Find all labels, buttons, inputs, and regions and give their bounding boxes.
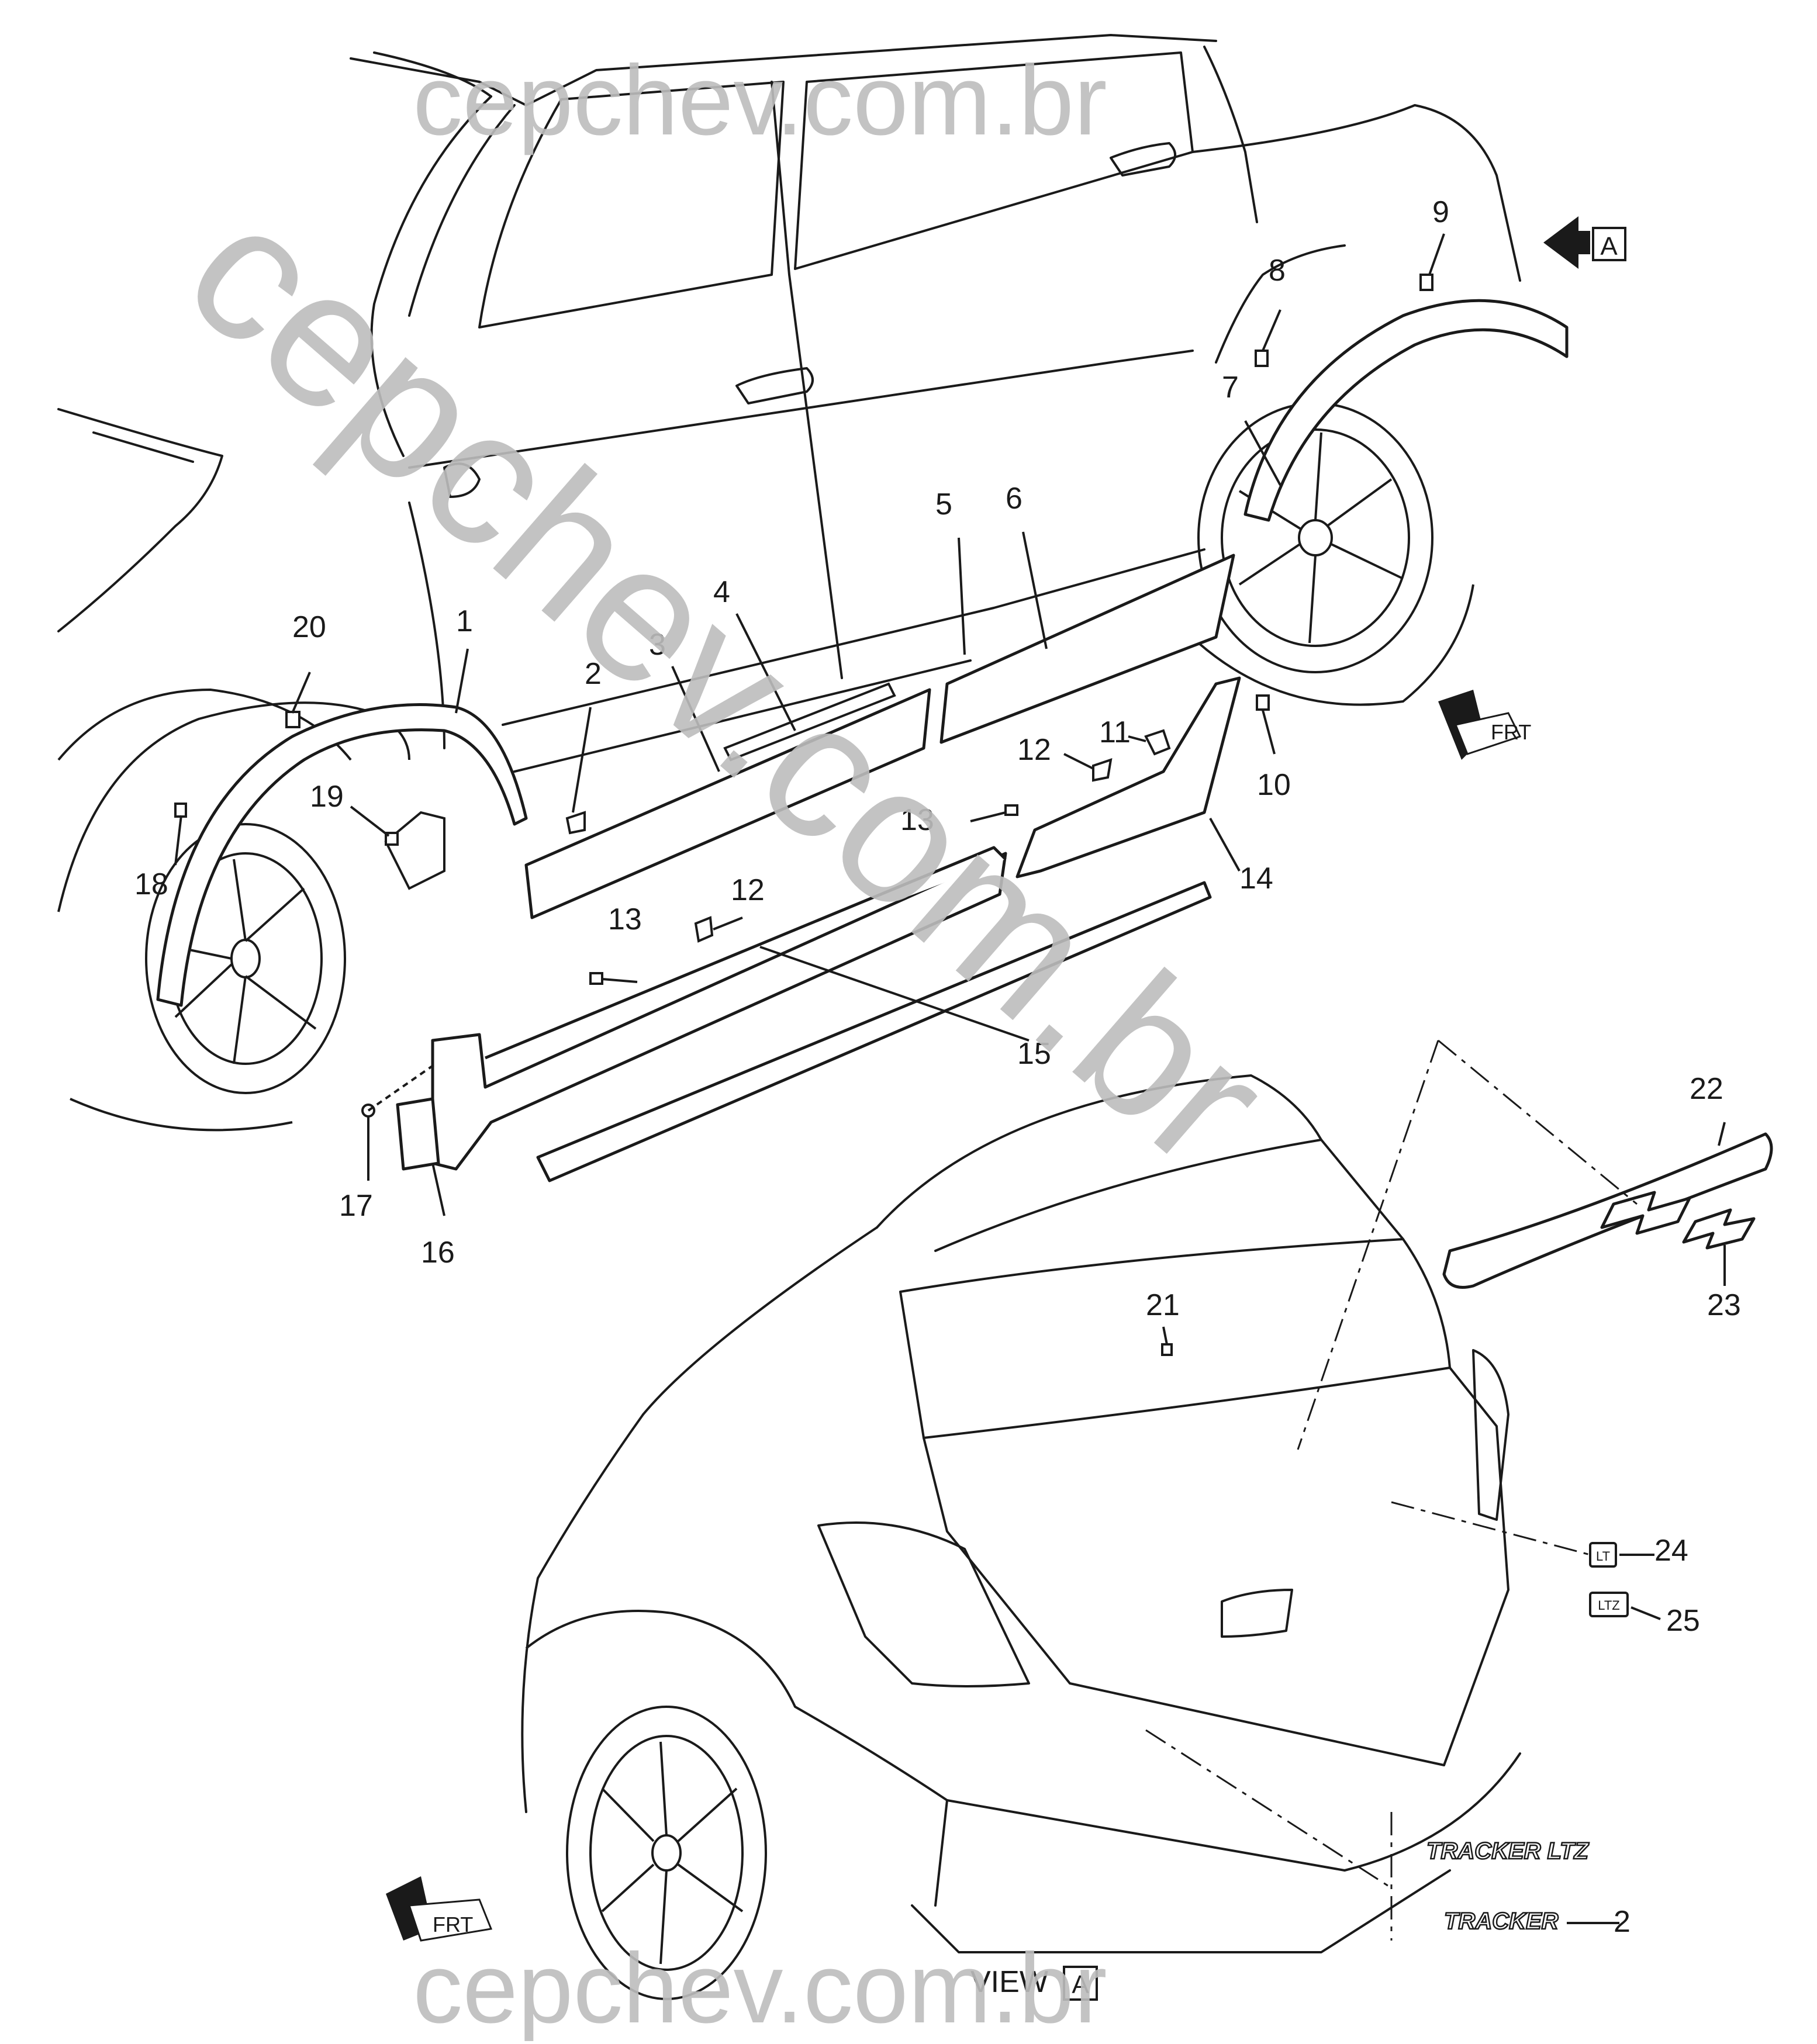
- part-2-clip: [565, 811, 586, 835]
- callout-10: 10: [1257, 768, 1291, 802]
- callout-13: 13: [900, 803, 934, 837]
- callout-3: 3: [649, 628, 666, 662]
- front-indicator-top: FRT: [1438, 690, 1531, 760]
- callout-19: 19: [310, 780, 344, 814]
- tracker-ltz-nameplate: TRACKER LTZ: [1426, 1838, 1590, 1865]
- watermark-diagonal: cepchev.com.br: [148, 160, 1307, 1208]
- callout-14: 14: [1239, 862, 1273, 895]
- part-16-rocker-end: [396, 1097, 440, 1171]
- callout-15: 15: [1017, 1037, 1051, 1071]
- part-15-sill-strip: [536, 881, 1212, 1182]
- svg-text:A: A: [1600, 232, 1618, 261]
- part-10-clip: [1256, 694, 1270, 711]
- watermark-bottom: cepchev.com.br: [413, 1933, 1107, 2041]
- dashed-lines: [1145, 1039, 1638, 1941]
- fastener-12-upper: [1092, 758, 1113, 782]
- part-24-lt-badge: LT: [1589, 1542, 1617, 1568]
- vehicle-rear-outline: [521, 1074, 1521, 1953]
- part-main-rocker: [431, 846, 1007, 1171]
- callout-20: 20: [292, 610, 326, 644]
- callout-23: 23: [1707, 1288, 1741, 1322]
- callout-labels: 1 2 3 4 5 6 7 8 9 10 11 12 13 14 15 16 1…: [134, 195, 1741, 1939]
- callout-7: 7: [1222, 371, 1239, 404]
- callout-16: 16: [421, 1236, 455, 1270]
- part-19-bracket: [384, 811, 445, 890]
- callout-21: 21: [1146, 1288, 1180, 1322]
- callout-22: 22: [1690, 1072, 1723, 1106]
- front-indicator-bottom: FRT: [386, 1876, 493, 1942]
- part-22-liftgate-applique: [1442, 1132, 1773, 1289]
- callout-2-partial: 2: [1614, 1905, 1631, 1939]
- callout-24: 24: [1654, 1534, 1688, 1568]
- svg-text:VIEW: VIEW: [970, 1965, 1048, 1999]
- fastener-13-upper: [1004, 804, 1018, 816]
- part-4-front-door-strip: [723, 682, 896, 762]
- callout-25: 25: [1666, 1604, 1700, 1638]
- watermark-top: cepchev.com.br: [413, 45, 1107, 156]
- callout-12b: 12: [731, 873, 765, 907]
- part-8-clip: [1255, 350, 1269, 367]
- callout-11: 11: [1099, 715, 1131, 749]
- view-a-label: VIEW A: [970, 1965, 1098, 2001]
- callout-5: 5: [935, 487, 952, 521]
- callout-1: 1: [456, 604, 473, 638]
- part-21-clip: [1161, 1343, 1173, 1356]
- svg-text:TRACKER LTZ: TRACKER LTZ: [1426, 1838, 1590, 1864]
- part-6-rear-door-molding: [939, 554, 1235, 744]
- part-23-bowtie-emblem: [1682, 1208, 1756, 1250]
- view-a-arrow: A: [1543, 216, 1626, 269]
- fastener-12-lower: [694, 916, 714, 943]
- part-9-clip: [1419, 274, 1433, 291]
- rear-wheel: [1197, 402, 1474, 706]
- part-11-clip: [1144, 729, 1171, 756]
- rear-view-wheel: [525, 1610, 796, 2000]
- front-arch-liner: [57, 701, 410, 1132]
- callout-12: 12: [1017, 733, 1051, 767]
- callout-2: 2: [585, 657, 602, 691]
- svg-text:LTZ: LTZ: [1598, 1598, 1619, 1613]
- svg-text:A: A: [1072, 1970, 1089, 1999]
- svg-text:FRT: FRT: [433, 1912, 473, 1936]
- fastener-13-lower: [589, 972, 603, 985]
- callout-17: 17: [339, 1189, 373, 1223]
- part-1-front-wheel-flare: [156, 703, 528, 1007]
- vehicle-side-outline: [57, 34, 1521, 773]
- part-20-clip: [285, 711, 300, 728]
- part-3-front-door-molding: [524, 688, 931, 919]
- callout-13b: 13: [608, 902, 642, 936]
- part-25-ltz-badge: LTZ: [1589, 1592, 1629, 1617]
- callout-18: 18: [134, 867, 168, 901]
- callout-6: 6: [1006, 482, 1023, 516]
- part-14-rear-rocker-end: [1015, 676, 1241, 879]
- tracker-nameplate: TRACKER: [1443, 1908, 1559, 1935]
- svg-text:FRT: FRT: [1491, 720, 1531, 744]
- front-wheel: [57, 688, 352, 1094]
- leader-lines: [174, 233, 1726, 1924]
- callout-8: 8: [1269, 254, 1286, 288]
- callout-4: 4: [713, 575, 730, 609]
- svg-text:TRACKER: TRACKER: [1444, 1908, 1559, 1934]
- callout-9: 9: [1432, 195, 1449, 229]
- svg-text:LT: LT: [1596, 1549, 1610, 1564]
- part-18-clip: [174, 803, 187, 818]
- part-7-rear-wheel-flare: [1243, 299, 1569, 522]
